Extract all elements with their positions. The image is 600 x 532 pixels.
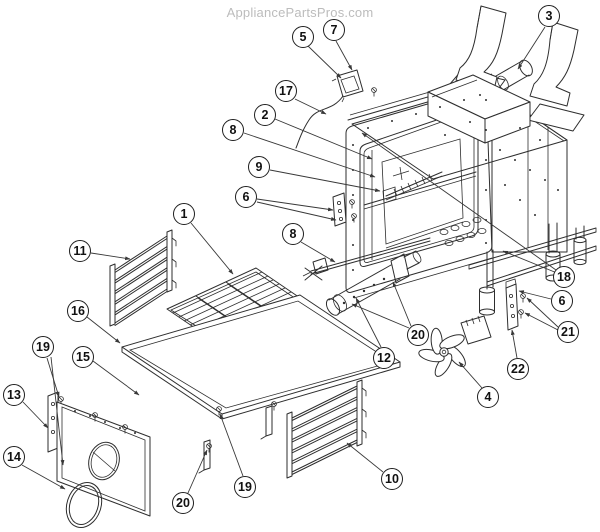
switch-part bbox=[332, 70, 377, 102]
vent-cylinder bbox=[495, 58, 535, 92]
burner-tube bbox=[324, 250, 423, 317]
wire bbox=[296, 96, 343, 148]
callout-19-b: 19 bbox=[234, 476, 256, 498]
hinge-bracket-right bbox=[506, 279, 526, 330]
fan-blade bbox=[418, 316, 491, 379]
callout-20-a: 20 bbox=[172, 492, 194, 514]
callout-6-b: 6 bbox=[551, 290, 573, 312]
callout-label: 9 bbox=[255, 160, 263, 174]
callout-18: 18 bbox=[553, 266, 575, 288]
callout-label: 12 bbox=[377, 351, 391, 365]
callout-label: 4 bbox=[484, 390, 492, 404]
callout-label: 6 bbox=[558, 294, 566, 308]
callout-label: 11 bbox=[73, 244, 87, 258]
callout-4: 4 bbox=[477, 386, 499, 408]
watermark-text: AppliancePartsPros.com bbox=[226, 5, 374, 20]
door-gasket-oval bbox=[61, 478, 108, 532]
door-window bbox=[84, 439, 123, 484]
callout-1: 1 bbox=[173, 203, 195, 225]
callout-17: 17 bbox=[275, 80, 297, 102]
rack-support-right bbox=[287, 380, 366, 478]
callout-label: 6 bbox=[242, 190, 250, 204]
callout-15: 15 bbox=[72, 346, 94, 368]
heat-shield-box bbox=[428, 75, 530, 143]
callout-8-b: 8 bbox=[282, 223, 304, 245]
callout-6-a: 6 bbox=[235, 186, 257, 208]
callout-label: 2 bbox=[261, 108, 269, 122]
callout-label: 8 bbox=[289, 227, 297, 241]
callout-label: 7 bbox=[330, 23, 338, 37]
callout-label: 19 bbox=[238, 480, 252, 494]
igniter-assembly bbox=[303, 238, 430, 280]
callout-7: 7 bbox=[323, 19, 345, 41]
callout-label: 10 bbox=[385, 472, 399, 486]
callout-13: 13 bbox=[3, 384, 25, 406]
callout-label: 16 bbox=[71, 304, 85, 318]
callout-12: 12 bbox=[373, 347, 395, 369]
oven-cabinet bbox=[346, 74, 567, 298]
callout-label: 8 bbox=[229, 123, 237, 137]
callout-20-b: 20 bbox=[407, 324, 429, 346]
callout-label: 20 bbox=[176, 496, 190, 510]
bottom-panel bbox=[122, 295, 400, 473]
callout-label: 14 bbox=[7, 450, 21, 464]
interior-bracket bbox=[333, 193, 357, 226]
rack-support-left bbox=[110, 230, 176, 326]
callout-label: 22 bbox=[511, 362, 525, 376]
leader-lines bbox=[22, 27, 558, 493]
callout-label: 3 bbox=[545, 9, 553, 23]
callout-label: 17 bbox=[279, 84, 293, 98]
callout-11: 11 bbox=[69, 240, 91, 262]
callout-label: 18 bbox=[557, 270, 571, 284]
callout-21: 21 bbox=[557, 321, 579, 343]
callout-16: 16 bbox=[67, 300, 89, 322]
callout-9: 9 bbox=[248, 156, 270, 178]
callout-10: 10 bbox=[381, 468, 403, 490]
callout-8-a: 8 bbox=[222, 119, 244, 141]
callout-label: 13 bbox=[7, 388, 21, 402]
callout-label: 1 bbox=[180, 207, 188, 221]
callout-14: 14 bbox=[3, 446, 25, 468]
callout-label: 20 bbox=[411, 328, 425, 342]
callout-label: 15 bbox=[76, 350, 90, 364]
callout-5: 5 bbox=[292, 26, 314, 48]
callout-label: 19 bbox=[36, 340, 50, 354]
callout-label: 21 bbox=[561, 325, 575, 339]
callout-3: 3 bbox=[538, 5, 560, 27]
callout-label: 5 bbox=[299, 30, 307, 44]
callout-22: 22 bbox=[507, 358, 529, 380]
bottom-trim-rails bbox=[469, 228, 596, 286]
callout-19-a: 19 bbox=[32, 336, 54, 358]
callout-2: 2 bbox=[254, 104, 276, 126]
